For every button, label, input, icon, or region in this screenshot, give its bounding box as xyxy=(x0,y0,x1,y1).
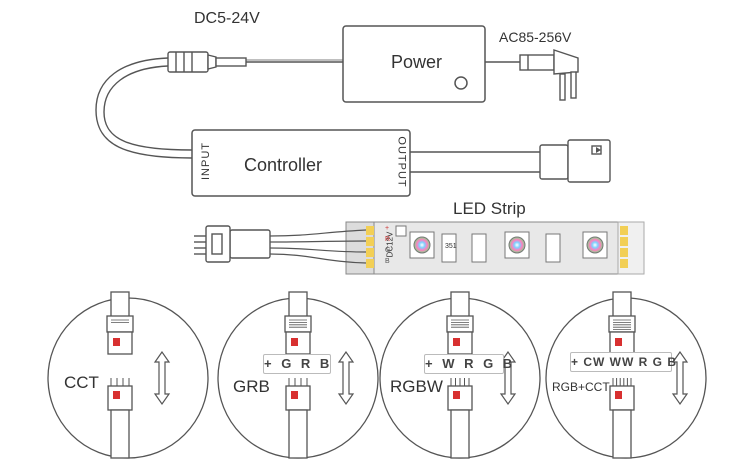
power-indicator-led xyxy=(454,76,468,90)
resistor xyxy=(395,225,561,263)
connection-mode-circle xyxy=(217,291,379,459)
channel-order-grb: + G R B xyxy=(263,354,331,374)
double-arrow-icon xyxy=(337,350,355,406)
strip-wires xyxy=(269,229,367,264)
strip-pin-plus: + xyxy=(385,225,390,232)
connection-mode-circle xyxy=(545,291,707,459)
red-marker xyxy=(453,391,460,399)
cable-top xyxy=(110,291,130,319)
red-marker xyxy=(291,338,298,346)
ac-plug xyxy=(485,49,579,101)
power-supply xyxy=(342,25,486,103)
controller xyxy=(191,129,411,197)
strip-pin-g: G xyxy=(385,247,391,254)
cable-top xyxy=(612,291,632,319)
mode-label-grb: GRB xyxy=(233,377,270,396)
rgb-led xyxy=(504,231,530,259)
controller-input-label: INPUT xyxy=(200,142,212,180)
connection-mode-circle xyxy=(379,291,541,459)
cable-top xyxy=(288,291,308,319)
cable-bottom xyxy=(612,409,632,459)
strip-pin-r: R xyxy=(385,236,391,243)
connector-female-top xyxy=(284,315,312,333)
ac-voltage-label: AC85-256V xyxy=(499,29,572,45)
rgb-led xyxy=(409,231,435,259)
mode-label-rgb-cct: RGB+CCT xyxy=(552,380,610,394)
led-strip xyxy=(345,221,645,275)
red-marker xyxy=(615,338,622,346)
strip-pin-b: B xyxy=(385,258,390,265)
red-marker xyxy=(113,338,120,346)
connector-female-top xyxy=(446,315,474,333)
cable-top xyxy=(450,291,470,319)
output-connector xyxy=(410,139,611,183)
red-marker xyxy=(291,391,298,399)
channel-order-rgbw: + W R G B xyxy=(424,354,512,374)
mode-label-rgbw: RGBW xyxy=(390,377,443,396)
red-marker xyxy=(113,391,120,399)
connection-mode-circle xyxy=(47,291,209,459)
power-cable xyxy=(95,57,193,159)
dc-barrel-plug xyxy=(167,51,343,73)
resistor-label: 351 xyxy=(445,243,457,250)
double-arrow-icon xyxy=(153,350,171,406)
cable-bottom xyxy=(110,409,130,459)
red-marker xyxy=(453,338,460,346)
led-strip-title: LED Strip xyxy=(453,199,526,218)
controller-title: Controller xyxy=(244,155,323,175)
mode-label-cct: CCT xyxy=(64,373,99,392)
channel-order-rgb-cct: + CW WW R G B xyxy=(570,352,676,372)
cable-bottom xyxy=(450,409,470,459)
strip-plug xyxy=(194,225,271,263)
connector-female-top xyxy=(106,315,134,333)
rgb-led xyxy=(582,231,608,259)
controller-output-label: OUTPUT xyxy=(395,136,408,188)
power-title: Power xyxy=(391,52,443,72)
dc-voltage-label: DC5-24V xyxy=(194,10,260,27)
red-marker xyxy=(615,391,622,399)
cable-bottom xyxy=(288,409,308,459)
double-arrow-icon xyxy=(671,350,689,406)
